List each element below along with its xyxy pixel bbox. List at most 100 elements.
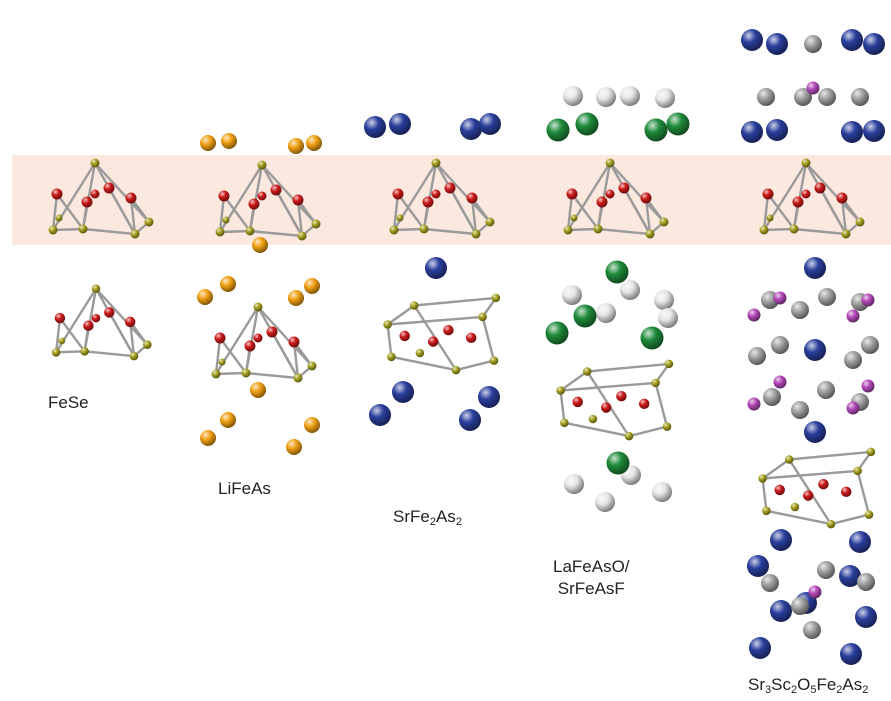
label-lafeaso-line1: LaFeAsO/ <box>553 557 630 576</box>
sr-atom <box>741 121 763 143</box>
bond-line <box>434 161 492 224</box>
o-atom <box>562 285 582 305</box>
chalcogen-atom <box>80 347 89 356</box>
bond-line <box>559 389 566 424</box>
la-atom <box>666 112 690 136</box>
chalcogen-atom <box>855 217 865 227</box>
sc-atom <box>794 88 812 106</box>
sr-atom <box>364 116 386 138</box>
sr-atom <box>369 404 391 426</box>
sc-atom <box>818 288 836 306</box>
sr-atom <box>749 637 771 659</box>
sr-atom <box>389 113 411 135</box>
li-atom <box>200 430 216 446</box>
sc-atom <box>771 336 789 354</box>
chalcogen-atom <box>451 365 461 375</box>
sr-atom <box>766 33 788 55</box>
o_small-atom <box>808 585 822 599</box>
fe-atom <box>288 336 300 348</box>
fe-atom <box>427 336 439 347</box>
sc-atom <box>791 401 809 419</box>
sc-atom <box>817 561 835 579</box>
chalcogen-atom <box>387 352 396 362</box>
chalcogen-atom <box>396 214 404 222</box>
li-atom <box>220 276 236 292</box>
bond-line <box>563 421 631 438</box>
bond-line <box>448 186 478 236</box>
label-srfe2as2: SrFe2As2 <box>393 507 462 528</box>
bond-line <box>218 229 252 234</box>
fe-atom <box>90 189 100 199</box>
chalcogen-atom <box>419 224 429 234</box>
fe-atom <box>431 189 441 199</box>
bond-line <box>260 163 318 226</box>
chalcogen-atom <box>471 229 481 239</box>
sc-atom <box>804 35 822 53</box>
fe-atom <box>266 326 278 338</box>
chalcogen-atom <box>624 431 634 441</box>
sr-atom <box>741 29 763 51</box>
chalcogen-atom <box>605 158 615 168</box>
o-atom <box>658 308 678 328</box>
o-atom <box>596 87 616 107</box>
o-atom <box>596 303 616 323</box>
bond-line <box>214 371 248 376</box>
sr-atom <box>766 119 788 141</box>
fe-atom <box>257 191 267 201</box>
chalcogen-atom <box>415 348 425 358</box>
chalcogen-atom <box>257 160 267 170</box>
fe-atom <box>818 478 829 490</box>
chalcogen-atom <box>218 358 226 366</box>
fe-atom <box>81 196 93 208</box>
chalcogen-atom <box>293 373 303 383</box>
sc-atom <box>844 351 862 369</box>
bond-line <box>107 186 137 236</box>
sr-atom <box>840 643 862 665</box>
bond-line <box>248 229 304 238</box>
bond-line <box>559 381 657 392</box>
chalcogen-atom <box>478 312 487 322</box>
fe-atom <box>801 189 811 199</box>
li-atom <box>220 412 236 428</box>
bond-line <box>481 315 496 362</box>
chalcogen-atom <box>563 225 573 235</box>
chalcogen-atom <box>383 320 392 329</box>
o-atom <box>563 86 583 106</box>
o_small-atom <box>846 401 860 415</box>
chalcogen-atom <box>491 293 501 303</box>
bond-line <box>804 161 862 224</box>
fe-atom <box>814 182 826 194</box>
sr-atom <box>479 113 501 135</box>
bond-line <box>788 450 873 461</box>
sr-atom <box>804 257 826 279</box>
o_small-atom <box>846 309 860 323</box>
chalcogen-atom <box>664 359 674 369</box>
chalcogen-atom <box>241 368 251 378</box>
fe-atom <box>422 196 434 208</box>
chalcogen-atom <box>91 284 101 293</box>
fe-atom <box>566 188 578 200</box>
bond-line <box>596 227 652 236</box>
bond-line <box>93 161 151 224</box>
chalcogen-atom <box>253 302 263 312</box>
bond-line <box>566 192 574 232</box>
fe-atom <box>465 332 477 344</box>
bond-line <box>274 188 304 238</box>
sr-atom <box>460 118 482 140</box>
bond-line <box>386 304 416 326</box>
o_small-atom <box>861 293 875 307</box>
fe-atom <box>466 192 478 204</box>
fe-atom <box>244 340 256 352</box>
fe-atom <box>640 192 652 204</box>
li-atom <box>250 382 266 398</box>
chalcogen-atom <box>841 229 851 239</box>
fe-atom <box>616 390 627 402</box>
bond-line <box>422 227 478 236</box>
bond-line <box>559 370 589 392</box>
li-atom <box>304 278 320 294</box>
chalcogen-atom <box>245 226 255 236</box>
o-atom <box>595 492 615 512</box>
label-fese: FeSe <box>48 393 89 412</box>
li-atom <box>288 290 304 306</box>
